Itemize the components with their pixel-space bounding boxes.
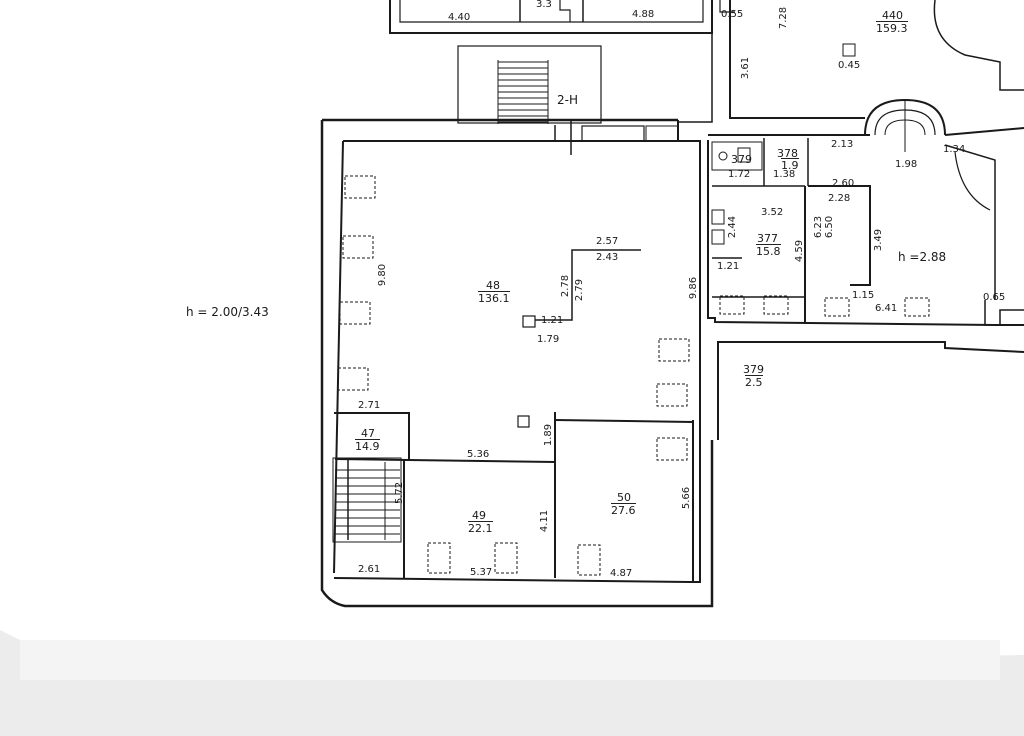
top-block-notch [559,0,571,22]
room-440-curve [933,0,1024,91]
stair-47-box [332,457,402,543]
room-377-number: 377 [757,232,778,245]
dim-641: 6.41 [875,303,898,314]
dim-361: 3.61 [740,56,752,80]
top-block-inner-wall [399,0,704,23]
room-378-number: 378 [777,147,798,160]
room-379-big-wall [717,341,1024,440]
room-440-number: 440 [882,9,903,22]
dim-728: 7.28 [778,6,790,30]
dim-121: 1.21 [541,315,564,326]
dim-411: 4.11 [539,509,551,533]
dim-487: 4.87 [610,568,633,579]
room-48-left-wall [333,140,344,574]
top-block-outer-wall [389,0,713,34]
dim-986: 9.86 [688,276,700,300]
dim-121-right: 1.21 [717,261,740,272]
dim-179: 1.79 [537,334,560,345]
top-room-area: 3.3 [536,0,552,10]
room-379-small-number: 379 [731,153,752,166]
dim-257: 2.57 [596,236,619,247]
right-hall-wall [944,127,1024,136]
dim-536: 5.36 [467,449,490,460]
paper-sheet [0,0,1024,660]
partition-l-shape [535,249,641,321]
room-50-area: 27.6 [611,503,636,517]
stair-2h-treads [497,60,549,124]
dim-566: 5.66 [681,486,693,510]
room-379-big-area: 2.5 [745,375,763,389]
dim-352: 3.52 [761,207,784,218]
dim-261: 2.61 [358,564,381,575]
room-379-fixture [711,141,763,171]
room-48-window [581,125,645,142]
dim-115: 1.15 [852,290,875,301]
room-50-number: 50 [617,491,631,504]
dim-198: 1.98 [895,159,918,170]
dim-980: 9.80 [377,263,389,287]
room-48-area: 136.1 [478,291,510,305]
stair-2h-box [457,45,602,124]
sanitary-fixtures [711,147,751,245]
dim-271: 2.71 [358,400,381,411]
height-note-left: h = 2.00/3.43 [186,305,269,319]
dim-260: 2.60 [832,178,855,189]
dim-244: 2.44 [727,215,739,239]
dim-459: 4.59 [794,239,806,263]
stair-47-treads [335,469,400,535]
dim-488: 4.88 [632,9,655,20]
closet-wall [808,185,871,286]
right-hall-stair-curve [954,151,991,211]
paper-strip [20,640,1000,680]
dim-349: 3.49 [873,228,885,252]
room-47-divider [334,458,556,463]
room-440-outline [719,0,735,13]
column-a [522,315,536,328]
stair-tag: 2-H [557,93,578,107]
column-b [517,415,530,428]
room-49-number: 49 [472,509,486,522]
dim-279: 2.79 [574,278,586,302]
room-48-inner-wall [343,140,701,583]
room-378-area: 1.9 [781,158,799,172]
dim-440: 4.40 [448,12,471,23]
fixture-symbols [337,43,930,576]
room-379-big-number: 379 [743,363,764,376]
stair-2h-wall [678,33,713,123]
dim-189: 1.89 [543,423,555,447]
dim-623: 6.23 [813,215,825,239]
room-49-area: 22.1 [468,521,493,535]
dim-228: 2.28 [828,193,851,204]
dim-065: 0.65 [983,292,1006,303]
bottom-inner-wall [333,577,691,583]
room-50-top-wall [554,419,694,423]
right-hall-curve [944,144,996,300]
room-47-wall [334,412,410,460]
right-hall-end [984,300,1024,326]
room-440-area: 159.3 [876,21,908,35]
height-note-right: h =2.88 [898,250,947,264]
room-47-area: 14.9 [355,439,380,453]
dim-134: 1.34 [943,144,966,155]
dim-055: 0.55 [721,9,744,20]
room-440-wall [729,0,865,119]
dim-243: 2.43 [596,252,619,263]
dim-213: 2.13 [831,139,854,150]
main-outer-wall [320,120,714,608]
room-377-area: 15.8 [756,244,781,258]
dim-138: 1.38 [773,169,796,180]
dim-045: 0.45 [838,60,861,71]
room-47-number: 47 [361,427,375,440]
room-48-vent [645,125,679,142]
dim-278: 2.78 [560,274,572,298]
room-48-number: 48 [486,279,500,292]
dim-172: 1.72 [728,169,751,180]
dim-650: 6.50 [824,215,836,239]
dim-572: 5.72 [394,481,406,505]
dim-537: 5.37 [470,567,493,578]
